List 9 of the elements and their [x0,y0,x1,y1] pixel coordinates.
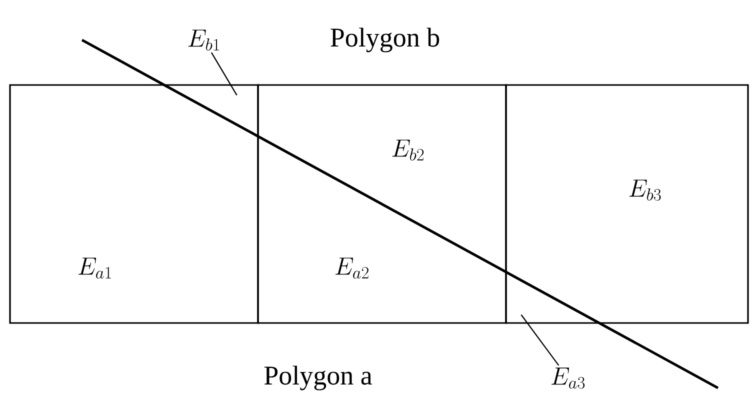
polygon-cell: $E_{b2}$ $E_{a2}$ [257,84,507,324]
region-label: $E_{b1}$ [188,30,220,51]
polygon-label: Polygon a [264,366,372,390]
polygon-cell: $E_{a1}$ [9,84,259,324]
polygon-cell: $E_{b3}$ [505,84,749,324]
region-label: $E_{a3}$ [551,368,585,389]
polygon-label: Polygon b [330,28,440,52]
leader-line [210,52,238,96]
leader-line [520,314,560,366]
